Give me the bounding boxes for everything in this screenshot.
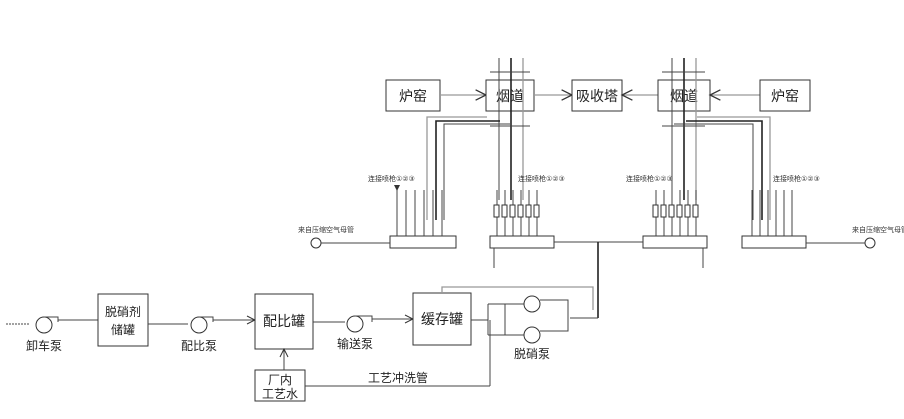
spray-gun-label-4: 连接喷枪①②③ [773, 174, 820, 183]
spray-gun-label-3: 连接喷枪①②③ [626, 174, 673, 183]
furnace-right: 炉窑 [759, 79, 811, 112]
air-source-right-label: 来自压缩空气母管 [852, 225, 904, 234]
air-manifold-left [389, 185, 457, 249]
absorber-label: 吸收塔 [576, 89, 618, 105]
buffer-tank: 缓存罐 [412, 292, 472, 346]
process-water: 厂内 工艺水 [254, 369, 306, 402]
flue-left: 烟道 [485, 79, 535, 112]
unload-pump: 卸车泵 [26, 316, 62, 353]
denox-pump-label: 脱硝泵 [514, 346, 550, 361]
storage-tank-label-2: 储罐 [111, 322, 135, 337]
lances-left-flue [490, 58, 530, 200]
air-inlet-left-icon [310, 237, 322, 249]
furnace-left: 炉窑 [385, 79, 441, 112]
ratio-pump-icon [190, 316, 208, 334]
ratio-tank-label: 配比罐 [263, 314, 305, 330]
transfer-pump: 输送泵 [337, 315, 373, 351]
flush-pipe-label: 工艺冲洗管 [368, 370, 428, 385]
ratio-pump: 配比泵 [181, 316, 217, 353]
ratio-pump-label: 配比泵 [181, 339, 217, 353]
liquid-manifold-right [642, 190, 708, 268]
absorber-tower: 吸收塔 [571, 79, 623, 112]
process-water-label-2: 工艺水 [262, 387, 298, 401]
denox-pump-1-icon [523, 295, 541, 313]
denox-pump-group: 脱硝泵 [487, 295, 569, 361]
unload-pump-icon [35, 316, 53, 334]
transfer-pump-icon [346, 315, 364, 333]
transfer-pump-label: 输送泵 [337, 336, 373, 351]
unload-pump-label: 卸车泵 [26, 338, 62, 353]
pipes-left-bundle [426, 116, 510, 220]
pipes-right-bundle [674, 116, 771, 220]
buffer-tank-label: 缓存罐 [421, 312, 463, 328]
lances-right-flue [662, 58, 705, 200]
denox-pump-2-icon [523, 326, 541, 344]
air-manifold-right [741, 190, 807, 249]
storage-tank: 脱硝剂 储罐 [97, 293, 149, 347]
spray-gun-label-1: 连接喷枪①②③ [368, 174, 415, 183]
ratio-tank: 配比罐 [254, 293, 314, 350]
air-source-left-label: 来自压缩空气母管 [298, 225, 354, 234]
storage-tank-label-1: 脱硝剂 [105, 304, 141, 319]
air-inlet-right-icon [864, 237, 876, 249]
spray-gun-label-2: 连接喷枪①②③ [518, 174, 565, 183]
furnace-right-label: 炉窑 [771, 88, 799, 105]
furnace-left-label: 炉窑 [399, 88, 427, 105]
liquid-manifold-left [489, 190, 555, 268]
process-water-label-1: 厂内 [268, 373, 292, 387]
recirculation-line [441, 286, 594, 310]
flue-left-label: 烟道 [496, 89, 524, 105]
